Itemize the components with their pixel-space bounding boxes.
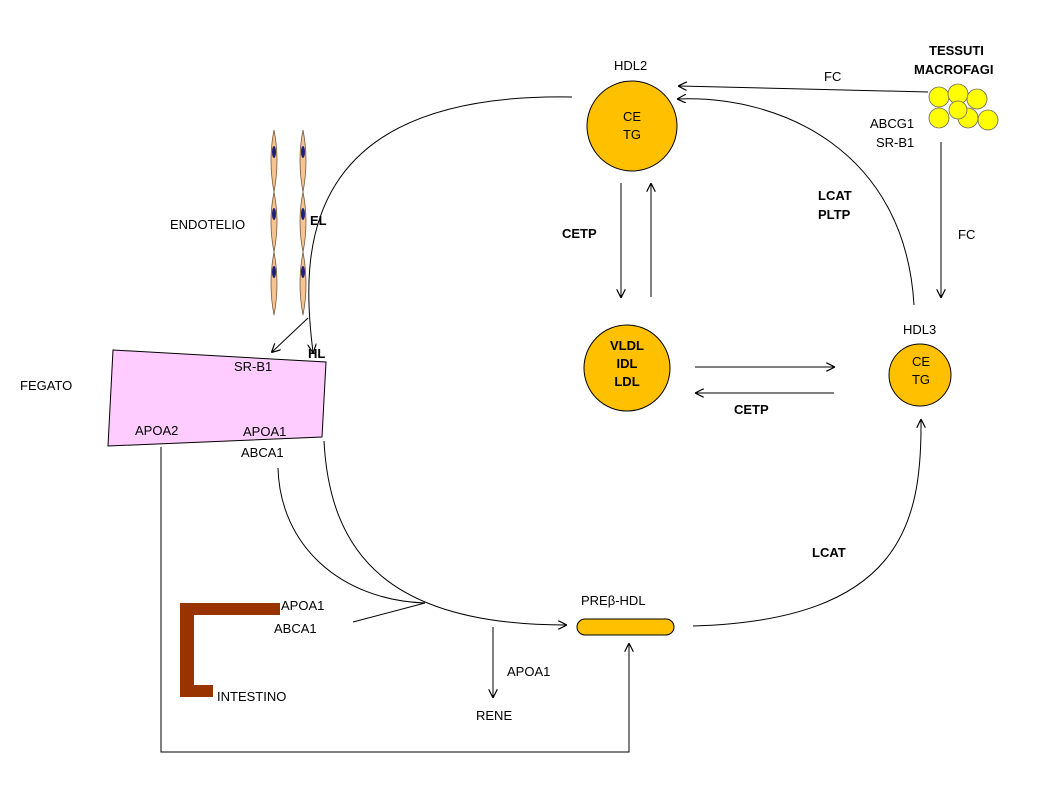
label-prebeta-hdl: PREβ-HDL <box>581 593 646 608</box>
label-abcg1: ABCG1 <box>870 116 915 131</box>
label-hdl2: HDL2 <box>614 58 648 73</box>
label-apoa2: APOA2 <box>135 423 179 438</box>
nucleus <box>272 208 276 220</box>
arc-abca1-liver <box>277 467 426 604</box>
arc-hdl3-to-hdl2 <box>678 99 915 306</box>
label-srb1-right: SR-B1 <box>876 135 915 150</box>
nucleus <box>301 146 305 158</box>
ldl-contents: VLDL IDL LDL <box>597 337 657 391</box>
label-hdl3: HDL3 <box>903 322 937 337</box>
label-fc-right: FC <box>958 227 976 242</box>
label-hl: HL <box>308 346 326 361</box>
macrophage-cell <box>966 88 988 110</box>
label-abca1-intestine: ABCA1 <box>274 621 317 636</box>
label-abca1-liver: ABCA1 <box>241 445 284 460</box>
label-cetp-left: CETP <box>562 226 597 241</box>
nucleus <box>301 208 305 220</box>
label-tessuti: TESSUTI <box>929 43 984 58</box>
arrow-el-to-liver <box>272 317 309 352</box>
endothelial-cell <box>299 251 307 316</box>
intestine-shape <box>180 603 280 697</box>
label-lcat-bottom: LCAT <box>812 545 846 560</box>
label-hdl2-ce: CE <box>622 109 642 124</box>
endothelial-cell <box>299 129 307 193</box>
label-vldl: VLDL <box>610 338 644 353</box>
label-hdl2-tg: TG <box>622 127 642 142</box>
hdl2-contents: CE TG <box>602 108 662 144</box>
endothelial-cell <box>299 191 307 253</box>
nucleus <box>301 266 305 278</box>
macrophage-cluster <box>928 83 999 131</box>
label-lcat-top: LCAT <box>818 188 852 203</box>
line-intestine <box>352 602 426 623</box>
endothelium-cells <box>270 129 307 316</box>
label-fc-top: FC <box>824 69 842 84</box>
macrophage-cell <box>977 109 999 131</box>
label-fegato: FEGATO <box>20 378 73 393</box>
hdl2-particle <box>586 80 678 172</box>
arc-liver-to-prebeta <box>323 440 566 625</box>
label-apoa1-intestine: APOA1 <box>281 598 325 613</box>
label-srb1-liver: SR-B1 <box>234 359 273 374</box>
nucleus <box>272 266 276 278</box>
label-ldl: LDL <box>614 374 640 389</box>
label-rene: RENE <box>476 708 513 723</box>
label-pltp: PLTP <box>818 207 851 222</box>
label-intestino: INTESTINO <box>217 689 287 704</box>
hdl3-particle <box>888 343 952 407</box>
liver-shape <box>107 349 327 447</box>
macrophage-cell <box>928 86 950 108</box>
arc-hdl2-to-liver <box>309 96 573 352</box>
macrophage-cell <box>928 107 950 129</box>
hdl3-contents: CE TG <box>891 353 951 389</box>
label-el: EL <box>310 213 327 228</box>
arrow-fc-to-hdl2 <box>679 86 929 93</box>
path-apoa2-to-prebeta <box>160 447 629 753</box>
label-apoa1-kidney: APOA1 <box>507 664 551 679</box>
endothelial-cell <box>270 251 278 316</box>
label-idl: IDL <box>616 356 638 371</box>
endothelial-cell <box>270 191 278 253</box>
ldl-particle <box>583 324 671 412</box>
nucleus <box>272 146 276 158</box>
label-apoa1-liver: APOA1 <box>243 424 287 439</box>
label-hdl3-ce: CE <box>911 354 931 369</box>
prebeta-hdl-particle <box>576 618 675 636</box>
arc-prebeta-to-hdl3 <box>692 420 921 627</box>
label-hdl3-tg: TG <box>911 372 931 387</box>
macrophage-cell <box>948 100 968 120</box>
label-endotelio: ENDOTELIO <box>170 217 246 232</box>
endothelial-cell <box>270 129 278 193</box>
label-cetp-bottom: CETP <box>734 402 769 417</box>
label-macrofagi: MACROFAGI <box>914 62 994 77</box>
